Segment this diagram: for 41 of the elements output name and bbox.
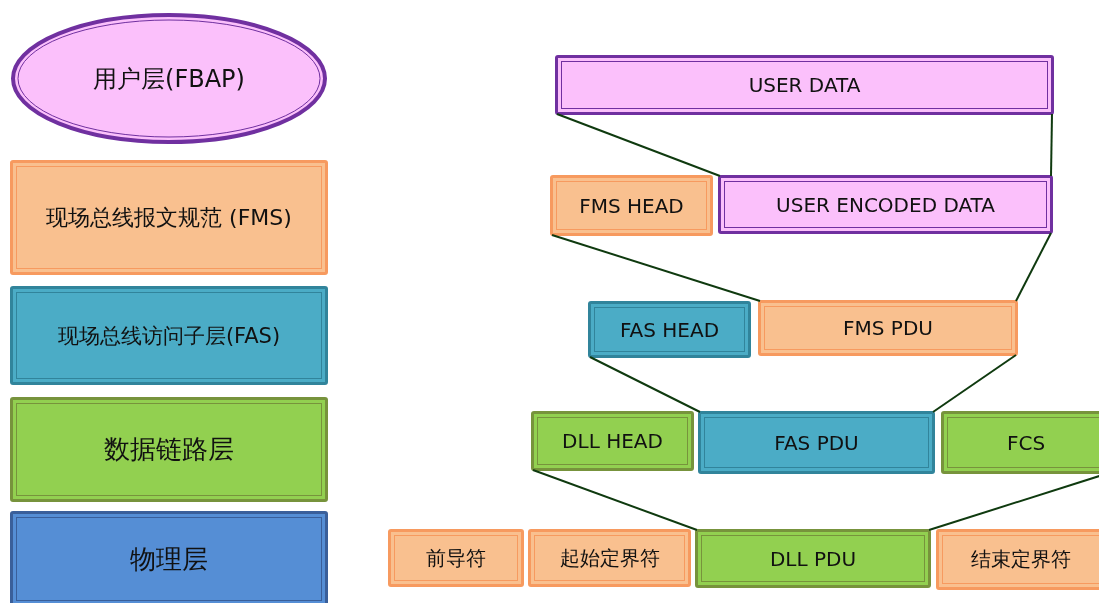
connector-line — [1015, 232, 1052, 302]
node-label: DLL PDU — [769, 546, 857, 571]
node-label: USER ENCODED DATA — [776, 192, 995, 217]
node-label: 结束定界符 — [971, 546, 1071, 573]
connector-line — [556, 113, 721, 177]
layer-box — [10, 397, 328, 502]
node-label: FAS HEAD — [619, 317, 720, 342]
node-label: DLL HEAD — [562, 429, 663, 453]
connector-line — [932, 354, 1017, 413]
layer-box — [10, 511, 328, 603]
frame-field-box — [718, 175, 1053, 234]
node-label: 用户层(FBAP) — [93, 63, 245, 95]
node-label: 数据链路层 — [104, 433, 234, 466]
node-label: 现场总线报文规范 (FMS) — [46, 203, 292, 232]
node-label: 现场总线访问子层(FAS) — [57, 322, 281, 350]
connector-line — [532, 469, 698, 531]
frame-field-box — [758, 300, 1018, 356]
layer-box — [10, 160, 328, 275]
layer-box — [10, 286, 328, 385]
node-label: 物理层 — [130, 542, 208, 576]
node-label: 起始定界符 — [559, 544, 660, 572]
node-label: FMS HEAD — [579, 193, 684, 218]
frame-field-box — [531, 411, 694, 471]
connector-line — [928, 472, 1099, 531]
node-label: USER DATA — [748, 73, 861, 97]
frame-field-box — [528, 529, 691, 587]
frame-field-box — [588, 301, 751, 358]
frame-field-box — [695, 529, 931, 588]
frame-field-box — [550, 175, 713, 236]
connector-line — [589, 356, 701, 413]
layer-ellipse — [10, 12, 328, 145]
frame-field-box — [936, 529, 1099, 590]
frame-field-box — [388, 529, 524, 587]
node-label: FAS PDU — [774, 430, 859, 455]
node-label: FMS PDU — [843, 316, 933, 340]
frame-field-box — [941, 411, 1099, 474]
frame-field-box — [698, 411, 935, 474]
frame-field-box — [555, 55, 1054, 115]
node-label: 前导符 — [426, 544, 486, 572]
node-label: FCS — [1006, 430, 1046, 455]
connector-line — [1050, 113, 1053, 177]
